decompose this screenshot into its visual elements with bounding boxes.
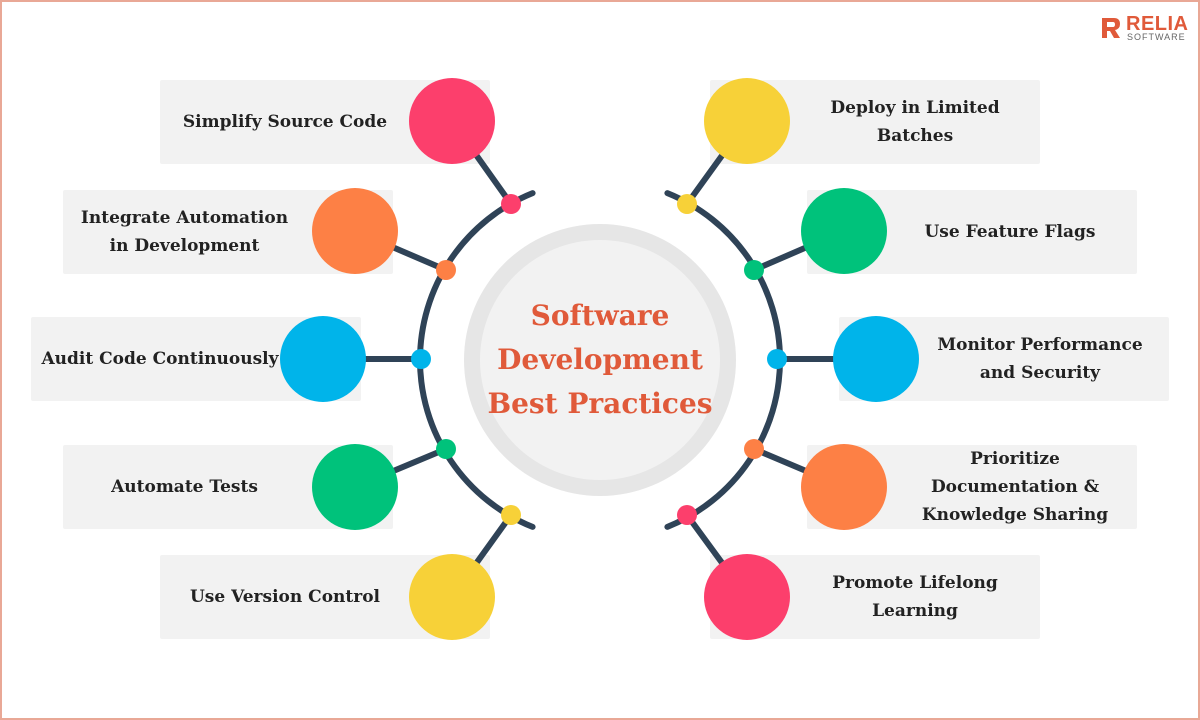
item-circle-right-3	[833, 316, 919, 402]
item-circle-right-1	[704, 78, 790, 164]
item-circle-left-4	[312, 444, 398, 530]
label-left-5: Use Version Control	[189, 587, 380, 607]
center-title: Software Development Best Practices	[470, 270, 730, 450]
label-left-2: Integrate Automation in Development	[80, 208, 289, 256]
junction-dot-left-1	[501, 194, 521, 214]
label-right-3: Monitor Performance and Security	[937, 335, 1143, 383]
junction-dot-right-5	[677, 505, 697, 525]
junction-dot-right-3	[767, 349, 787, 369]
junction-dot-right-4	[744, 439, 764, 459]
center-core	[480, 240, 720, 480]
label-right-1: Deploy in Limited Batches	[830, 98, 1000, 146]
item-circle-right-5	[704, 554, 790, 640]
label-box-right-3	[839, 317, 1169, 401]
junction-dot-left-2	[436, 260, 456, 280]
label-right-4: Prioritize Documentation & Knowledge Sha…	[921, 449, 1109, 525]
brand-mark-icon	[1102, 18, 1120, 38]
item-circle-right-4	[801, 444, 887, 530]
label-right-5: Promote Lifelong Learning	[832, 573, 998, 621]
brand-subtitle: SOFTWARE	[1127, 32, 1186, 42]
label-box-left-5	[160, 555, 490, 639]
junction-dot-right-2	[744, 260, 764, 280]
label-left-4: Automate Tests	[111, 477, 258, 497]
title-line-1: Software	[530, 299, 670, 332]
brand-name: RELIA	[1126, 13, 1189, 35]
label-left-1: Simplify Source Code	[182, 112, 388, 132]
label-box-left-4	[63, 445, 393, 529]
label-box-right-4	[807, 445, 1137, 529]
label-box-left-2	[63, 190, 393, 274]
label-box-right-2	[807, 190, 1137, 274]
brand-logo: RELIA SOFTWARE	[1100, 13, 1189, 44]
item-circle-left-1	[409, 78, 495, 164]
junction-dot-left-4	[436, 439, 456, 459]
label-left-3: Audit Code Continuously	[41, 349, 279, 369]
junction-dot-right-1	[677, 194, 697, 214]
title-line-3: Best Practices	[487, 387, 713, 420]
item-circle-left-3	[280, 316, 366, 402]
junction-dot-left-5	[501, 505, 521, 525]
label-box-left-3	[31, 317, 361, 401]
label-box-right-5	[710, 555, 1040, 639]
label-box-right-1	[710, 80, 1040, 164]
label-right-2: Use Feature Flags	[924, 222, 1096, 242]
title-line-2: Development	[497, 343, 703, 376]
item-circle-right-2	[801, 188, 887, 274]
junction-dot-left-3	[411, 349, 431, 369]
label-box-left-1	[160, 80, 490, 164]
item-circle-left-5	[409, 554, 495, 640]
item-circle-left-2	[312, 188, 398, 274]
